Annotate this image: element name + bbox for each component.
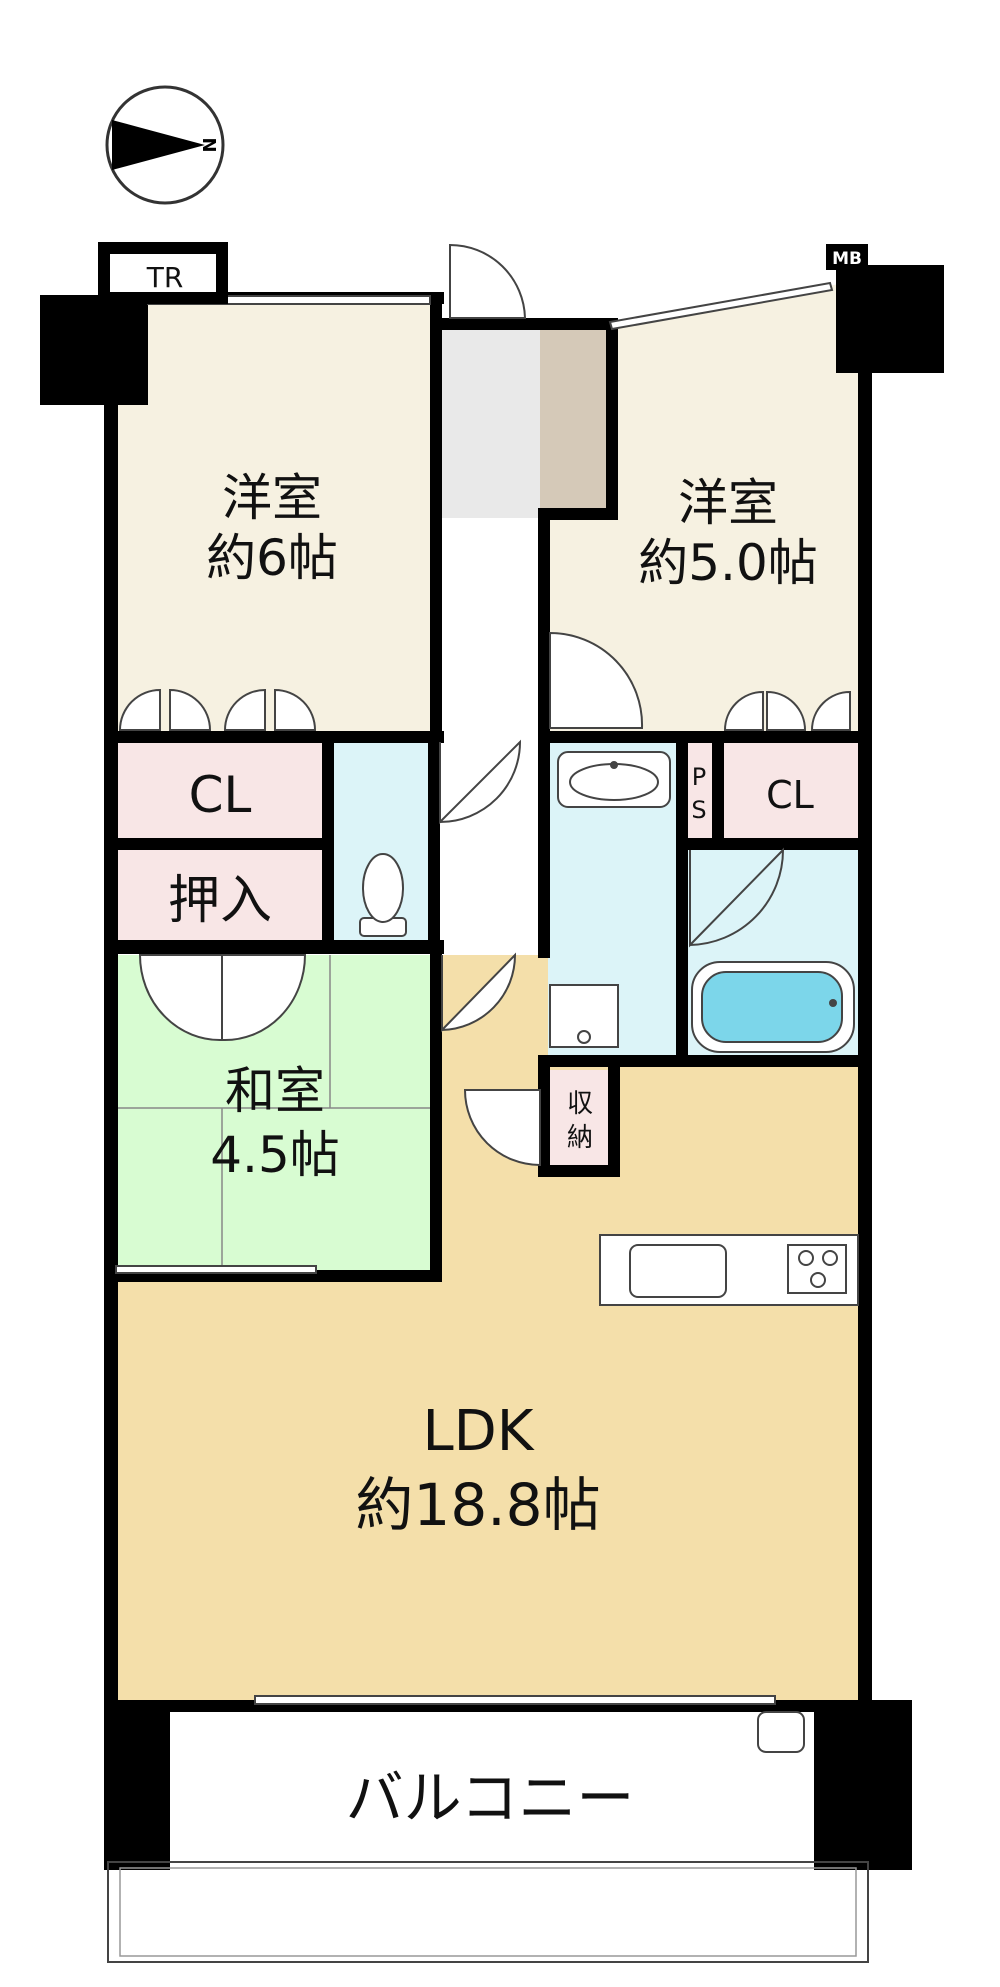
storage-label-2: 納	[567, 1123, 593, 1153]
balcony	[108, 1710, 868, 1970]
ldk-name: LDK	[422, 1399, 534, 1464]
oshiire-label: 押入	[168, 871, 272, 931]
ps-label-s: S	[691, 796, 706, 824]
bedroom2-size: 約5.0帖	[638, 534, 818, 592]
bathtub-icon	[691, 961, 855, 1053]
pipe-space	[684, 743, 714, 838]
bedroom2-name: 洋室	[678, 474, 778, 532]
storage-label-1: 収	[567, 1089, 593, 1119]
stove-icon	[787, 1244, 847, 1294]
washitsu-name: 和室	[225, 1062, 325, 1120]
compass-label: N	[198, 137, 219, 152]
shoe-storage	[540, 330, 608, 520]
closet-right	[722, 743, 860, 838]
closet-left	[116, 743, 323, 838]
closet2-label: CL	[766, 773, 814, 817]
balcony-drain-icon	[757, 1711, 805, 1753]
tr-label: TR	[146, 261, 184, 294]
balcony-railing	[107, 1861, 869, 1963]
balcony-label: バルコニー	[346, 1764, 635, 1832]
kitchen-counter	[599, 1234, 859, 1306]
ps-label-p: P	[692, 763, 706, 791]
storage-small	[548, 1070, 610, 1170]
compass-north-icon: N	[105, 85, 225, 205]
toilet-icon	[359, 853, 407, 937]
washbasin-icon	[557, 751, 671, 808]
bedroom1-name: 洋室	[222, 469, 322, 527]
ldk-size: 約18.8帖	[355, 1471, 600, 1539]
mb-label: MB	[832, 249, 862, 269]
mb-box: MB	[826, 244, 868, 270]
bedroom1-size: 約6帖	[206, 529, 338, 587]
tr-box: TR	[98, 242, 228, 304]
windows	[115, 281, 834, 1705]
washitsu-size: 4.5帖	[210, 1126, 340, 1184]
washer-pan-icon	[549, 984, 619, 1048]
ldk-room	[116, 955, 860, 1706]
western-room-right	[548, 283, 860, 731]
oshiire-closet	[116, 850, 323, 940]
entrance-tile	[440, 328, 540, 518]
western-room-left	[116, 305, 432, 731]
corridor	[438, 518, 543, 956]
tatami-lines	[116, 955, 432, 1275]
closet1-label: CL	[189, 766, 252, 824]
doors	[118, 243, 851, 1167]
